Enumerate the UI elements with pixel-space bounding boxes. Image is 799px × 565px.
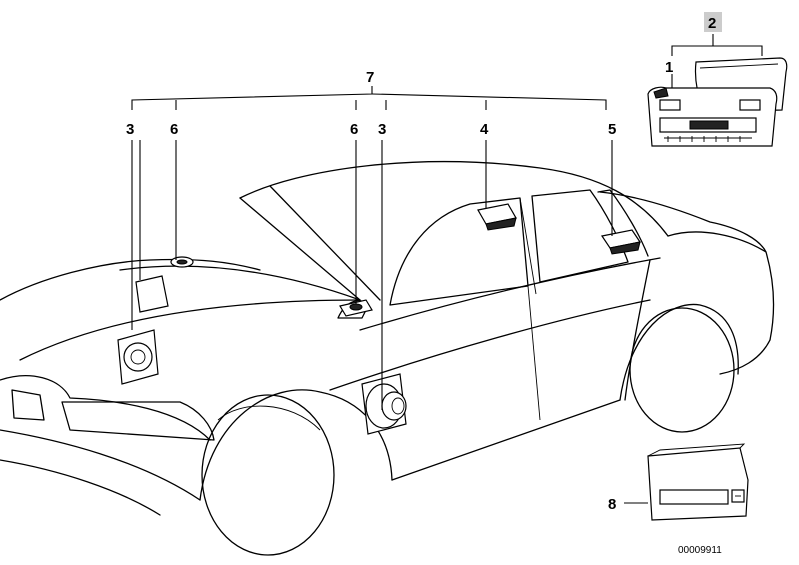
leader-lines	[131, 34, 763, 504]
rear-speaker-4	[477, 203, 517, 231]
callout-1: 1	[665, 59, 673, 76]
tweeter-cover-left	[135, 275, 169, 313]
callout-6-right: 6	[350, 121, 358, 138]
document-number: 00009911	[678, 545, 722, 556]
callout-2: 2	[708, 15, 716, 32]
callout-2-highlight	[704, 12, 722, 32]
callout-3-left: 3	[126, 121, 134, 138]
rear-speaker-5	[601, 229, 641, 255]
callout-4: 4	[480, 121, 489, 138]
cd-changer-unit	[647, 443, 749, 521]
callout-6-left: 6	[170, 121, 178, 138]
dash-tweeter-right	[339, 299, 373, 317]
door-speaker-front	[117, 329, 159, 385]
car-outline	[0, 161, 775, 556]
door-speaker-rear	[361, 373, 407, 435]
callout-3-right: 3	[378, 121, 386, 138]
callout-8: 8	[608, 496, 616, 513]
callout-5: 5	[608, 121, 616, 138]
callout-7: 7	[366, 69, 374, 86]
radio-head-unit	[647, 86, 778, 147]
dash-tweeter-left	[170, 256, 194, 268]
